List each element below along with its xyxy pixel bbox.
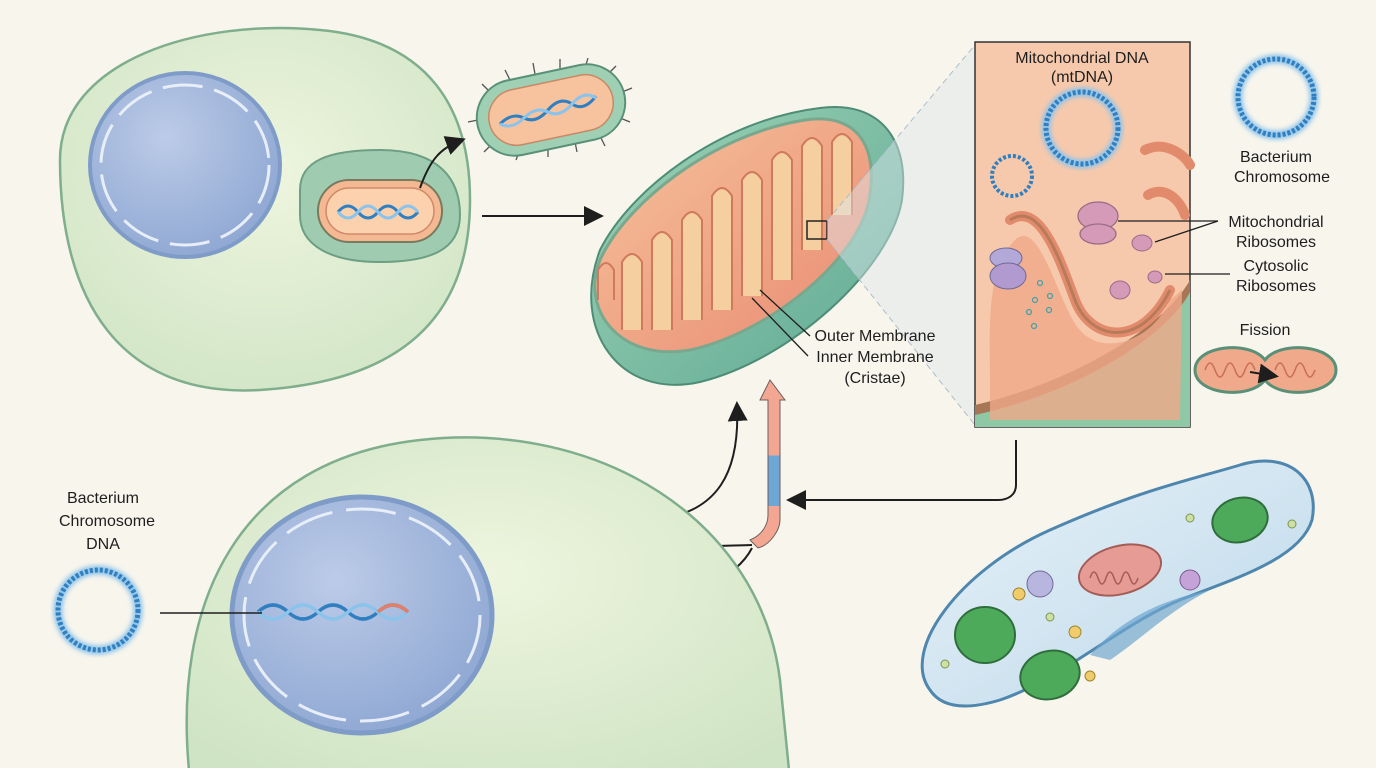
arrow-inset-to-gene [786,440,1017,510]
bacterium-chromosome-icon [1233,54,1319,140]
label-cytosolic-ribosomes: Cytosolic [1244,258,1309,275]
host-nucleus-bottom [229,494,495,736]
label-mtdna-abbrev: (mtDNA) [1051,69,1113,86]
label-cristae: (Cristae) [844,370,905,387]
integrated-dna [256,603,410,621]
label-bacterium-chromosome-2: Chromosome [1234,169,1330,186]
mito-ribosome-small [1131,234,1153,252]
label-bacterium-chromosome: Bacterium [1240,149,1312,166]
paramecium-chloroplasts [954,496,1269,701]
engulfed-bacterium [317,179,443,243]
host-cell-top [58,26,472,392]
label-bacterium-chromosome-dna: Bacterium [67,490,139,507]
label-inner-membrane: Inner Membrane [816,349,933,366]
paramecium [920,459,1315,708]
label-fission: Fission [1240,322,1291,339]
host-nucleus-top [88,71,282,259]
paramecium-mitochondrion [1077,543,1163,597]
free-bacterium [467,57,633,161]
fission-mitochondrion [1193,346,1338,394]
arrow-engulf-to-free [419,136,466,189]
label-bacterium-chromosome-dna-3: DNA [86,536,120,553]
label-mito-ribosomes: Mitochondrial [1228,214,1323,231]
label-outer-membrane: Outer Membrane [815,328,936,345]
cytosolic-ribosome [1109,270,1163,300]
gene-transfer-arrow [749,379,786,549]
host-cell-bottom [185,436,791,768]
mito-ribosome-large [1077,201,1119,245]
mitochondrion-inset [974,41,1195,428]
label-bacterium-chromosome-dna-2: Chromosome [59,513,155,530]
label-mtdna: Mitochondrial DNA [1015,50,1149,67]
mtdna-circle-small [990,154,1034,198]
label-mito-ribosomes-2: Ribosomes [1236,234,1316,251]
zoom-region-marker [806,220,828,240]
label-cytosolic-ribosomes-2: Ribosomes [1236,278,1316,295]
mitochondrion-cross-section [590,106,905,386]
translating-ribosome [989,247,1054,330]
